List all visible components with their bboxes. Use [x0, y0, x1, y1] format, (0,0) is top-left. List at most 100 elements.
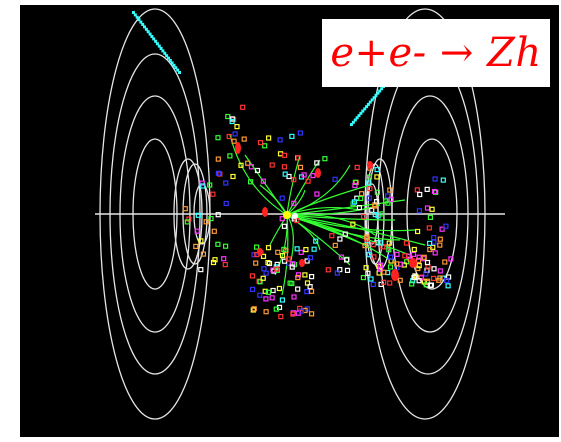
calorimeter-hit — [221, 256, 227, 262]
calorimeter-hit — [364, 234, 370, 240]
calorimeter-hit — [409, 281, 415, 287]
calorimeter-hit — [261, 266, 267, 272]
calorimeter-hit — [250, 286, 256, 292]
calorimeter-hit — [388, 254, 394, 260]
calorimeter-hit — [411, 246, 417, 253]
calorimeter-hit — [427, 240, 433, 246]
calorimeter-hit — [245, 160, 251, 166]
calorimeter-hit — [215, 212, 221, 218]
calorimeter-hit — [281, 223, 287, 229]
calorimeter-hit — [360, 275, 366, 281]
track-hit — [155, 42, 159, 46]
calorimeter-hit — [281, 246, 287, 252]
track-hit — [368, 100, 372, 104]
calorimeter-hit — [359, 191, 365, 197]
calorimeter-hit — [344, 267, 351, 273]
calorimeter-hit — [260, 275, 266, 281]
calorimeter-hit — [230, 173, 236, 180]
track-hit — [372, 96, 376, 100]
calorimeter-hit — [303, 247, 309, 253]
track-hit — [380, 87, 384, 91]
calorimeter-hit — [433, 189, 439, 195]
calorimeter-hit — [432, 176, 438, 182]
calorimeter-hit — [234, 123, 240, 130]
calorimeter-hits — [182, 104, 454, 320]
calorimeter-hit — [385, 193, 391, 199]
calorimeter-hit — [199, 180, 205, 186]
calorimeter-hit — [231, 138, 237, 144]
calorimeter-hit — [309, 274, 315, 280]
calorimeter-hit — [416, 254, 422, 260]
calorimeter-hit — [232, 131, 238, 137]
track-hit — [144, 27, 148, 31]
calorimeter-hit — [361, 214, 367, 220]
calorimeter-hit — [289, 133, 295, 139]
detector-ring — [119, 95, 191, 333]
calorimeter-hit — [383, 198, 389, 204]
calorimeter-hit — [260, 253, 267, 259]
calorimeter-hit — [295, 272, 302, 278]
calorimeter-hit — [372, 212, 378, 218]
calorimeter-hit — [325, 267, 331, 273]
calorimeter-hit — [215, 135, 221, 141]
calorimeter-hit — [366, 180, 372, 186]
calorimeter-hit — [208, 216, 214, 222]
calorimeter-hit — [314, 160, 320, 166]
calorimeter-hit — [198, 267, 204, 273]
track-hit — [355, 116, 359, 120]
calorimeter-hit — [386, 240, 392, 246]
calorimeter-hit — [410, 278, 416, 284]
calorimeter-hit — [295, 155, 301, 161]
calorimeter-hit — [432, 250, 438, 256]
track-hit — [378, 89, 382, 93]
calorimeter-hit — [182, 206, 188, 212]
calorimeter-hit — [387, 187, 393, 193]
calorimeter-hit — [298, 308, 304, 314]
calorimeter-hit — [365, 270, 371, 276]
charged-track — [286, 206, 361, 216]
charged-track — [286, 213, 376, 236]
calorimeter-hit — [366, 174, 373, 180]
calorimeter-hit — [291, 294, 297, 300]
event-display: e+e- → Zh — [20, 5, 559, 437]
calorimeter-hit — [241, 136, 247, 142]
charged-track — [286, 184, 371, 216]
track-hit — [150, 35, 154, 38]
calorimeter-hit — [291, 177, 297, 183]
calorimeter-hit — [337, 236, 343, 242]
calorimeter-hit — [431, 188, 438, 195]
calorimeter-hit — [426, 225, 432, 231]
calorimeter-hit — [270, 287, 276, 294]
calorimeter-hit — [198, 238, 204, 244]
jet-cluster — [299, 259, 305, 267]
jet-cluster — [315, 168, 321, 178]
calorimeter-hit — [387, 264, 394, 270]
charged-track — [244, 154, 288, 216]
jet-cluster — [391, 269, 399, 281]
calorimeter-hit — [254, 244, 260, 250]
calorimeter-hit — [263, 296, 269, 302]
secondary-vertex — [292, 213, 298, 219]
track-hit — [350, 123, 353, 126]
calorimeter-hit — [363, 265, 369, 271]
calorimeter-hit — [274, 261, 280, 267]
calorimeter-hit — [257, 279, 263, 285]
calorimeter-hit — [223, 180, 229, 186]
jet-cluster — [235, 142, 241, 154]
calorimeter-hit — [443, 223, 449, 229]
calorimeter-hit — [351, 199, 358, 205]
calorimeter-hit — [410, 251, 417, 257]
calorimeter-hit — [394, 251, 400, 257]
calorimeter-hit — [289, 264, 295, 270]
calorimeter-hit — [314, 191, 320, 197]
calorimeter-hit — [416, 263, 422, 269]
calorimeter-hit — [262, 143, 268, 149]
calorimeter-hit — [322, 156, 328, 162]
track-hit — [141, 23, 145, 26]
calorimeter-hit — [226, 133, 232, 140]
calorimeter-hit — [265, 289, 271, 295]
calorimeter-hit — [290, 311, 296, 317]
calorimeter-hit — [427, 282, 434, 289]
calorimeter-hit — [285, 256, 291, 262]
track-hit — [157, 44, 161, 48]
